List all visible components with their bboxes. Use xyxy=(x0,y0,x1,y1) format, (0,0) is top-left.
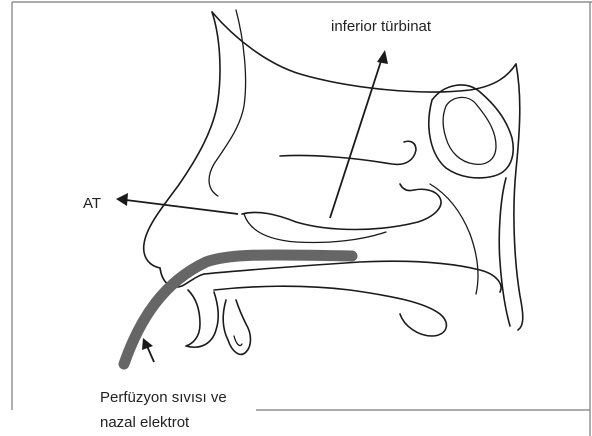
perfusion-arrow xyxy=(142,338,154,362)
septal-contour xyxy=(209,10,246,196)
nasal-bone-outline xyxy=(144,12,220,268)
posterior-nasal-wall xyxy=(514,64,523,330)
at-label: AT xyxy=(83,195,101,212)
tooth-outline xyxy=(223,300,250,354)
at-arrow xyxy=(116,193,238,214)
tooth-inner xyxy=(234,336,242,346)
figure-frame xyxy=(12,2,592,436)
inferior-turbinate-label: inferior türbinat xyxy=(331,18,432,35)
inferior-turbinate-arrow xyxy=(330,50,388,218)
upper-lip xyxy=(186,290,218,347)
posterior-turbinate-contour xyxy=(430,184,478,294)
inferior-turbinate xyxy=(242,184,441,230)
perfusion-label-line2: nazal elektrot xyxy=(100,414,190,431)
inferior-turbinate-lower-edge xyxy=(244,214,386,243)
sphenoid-sinus-inner xyxy=(443,97,496,164)
perfusion-label-line1: Perfüzyon sıvısı ve xyxy=(100,389,227,406)
pharyngeal-wall xyxy=(499,178,510,326)
